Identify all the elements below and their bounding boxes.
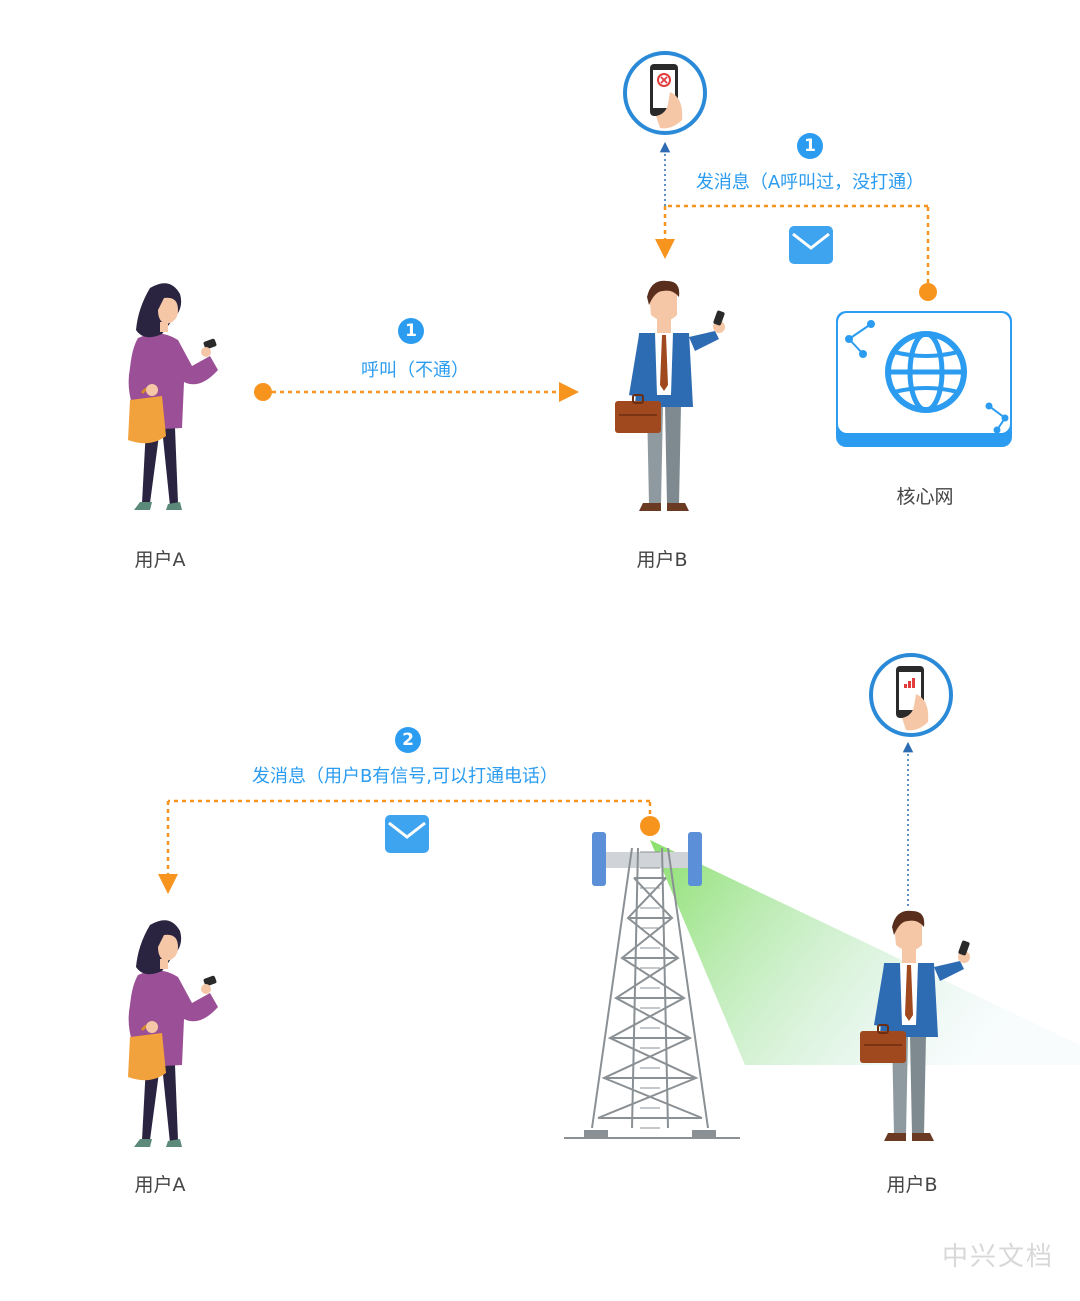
user-b-figure-bottom <box>859 909 972 1142</box>
cell-tower-icon <box>564 816 740 1139</box>
core-network-label: 核心网 <box>896 486 954 508</box>
msg-step-badge-bottom: 2 <box>395 727 421 753</box>
phone-up-arrow-bottom <box>902 741 914 906</box>
call-text: 呼叫（不通） <box>361 360 469 381</box>
msg-step-badge-top: 1 <box>797 133 823 159</box>
msg-text-top: 发消息（A呼叫过，没打通） <box>695 172 925 193</box>
user-a-label-bottom: 用户A <box>134 1174 186 1196</box>
user-b-label-top: 用户B <box>636 549 688 571</box>
user-a-figure-top <box>126 281 220 512</box>
user-a-label-top: 用户A <box>134 549 186 571</box>
phone-up-arrow-top <box>659 141 671 206</box>
call-step-badge: 1 <box>398 318 424 344</box>
user-b-label-bottom: 用户B <box>886 1174 938 1196</box>
envelope-icon-bottom <box>383 813 431 855</box>
user-a-figure-bottom <box>126 918 220 1149</box>
core-to-b-arrow <box>655 204 937 301</box>
envelope-icon-top <box>787 224 835 266</box>
signal-beam <box>650 840 1080 1065</box>
user-b-figure-top <box>614 279 727 512</box>
call-arrow <box>254 382 579 402</box>
core-network-icon <box>836 311 1012 447</box>
signal-phone-icon <box>869 653 953 737</box>
msg-text-bottom: 发消息（用户B有信号,可以打通电话） <box>251 766 559 787</box>
missed-call-phone-icon <box>623 51 707 135</box>
watermark: 中兴文档 <box>941 1242 1054 1272</box>
